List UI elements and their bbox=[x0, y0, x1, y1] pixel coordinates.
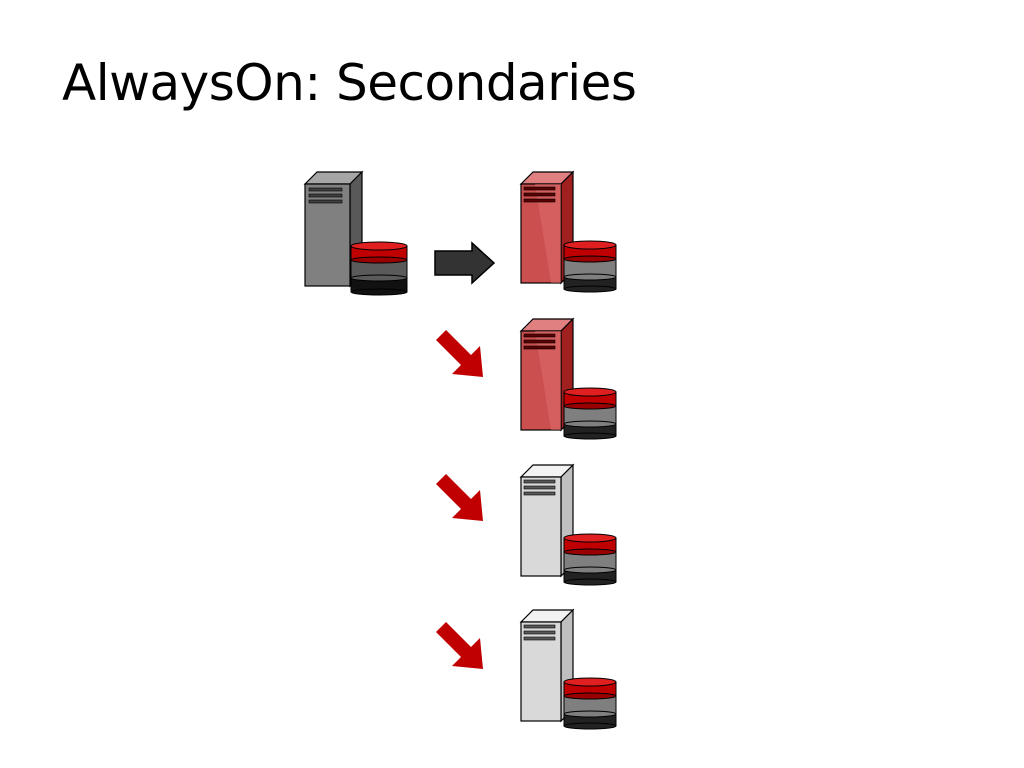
secondary-database-icon bbox=[563, 387, 617, 440]
secondary-replica-1 bbox=[520, 171, 617, 293]
primary-replica bbox=[304, 171, 408, 296]
secondary-replica-2 bbox=[520, 318, 617, 440]
secondary-replica-3 bbox=[520, 464, 617, 586]
arrow-down-right-icon bbox=[436, 330, 483, 377]
secondary-database-icon bbox=[563, 533, 617, 586]
primary-database-icon bbox=[350, 241, 408, 296]
secondary-database-icon bbox=[563, 677, 617, 730]
arrow-down-right-icon bbox=[436, 622, 483, 669]
arrow-down-right-icon bbox=[436, 474, 483, 521]
arrow-right-icon bbox=[434, 241, 496, 285]
secondary-replica-4 bbox=[520, 609, 617, 730]
secondary-database-icon bbox=[563, 240, 617, 293]
slide-title: AlwaysOn: Secondaries bbox=[62, 54, 637, 112]
